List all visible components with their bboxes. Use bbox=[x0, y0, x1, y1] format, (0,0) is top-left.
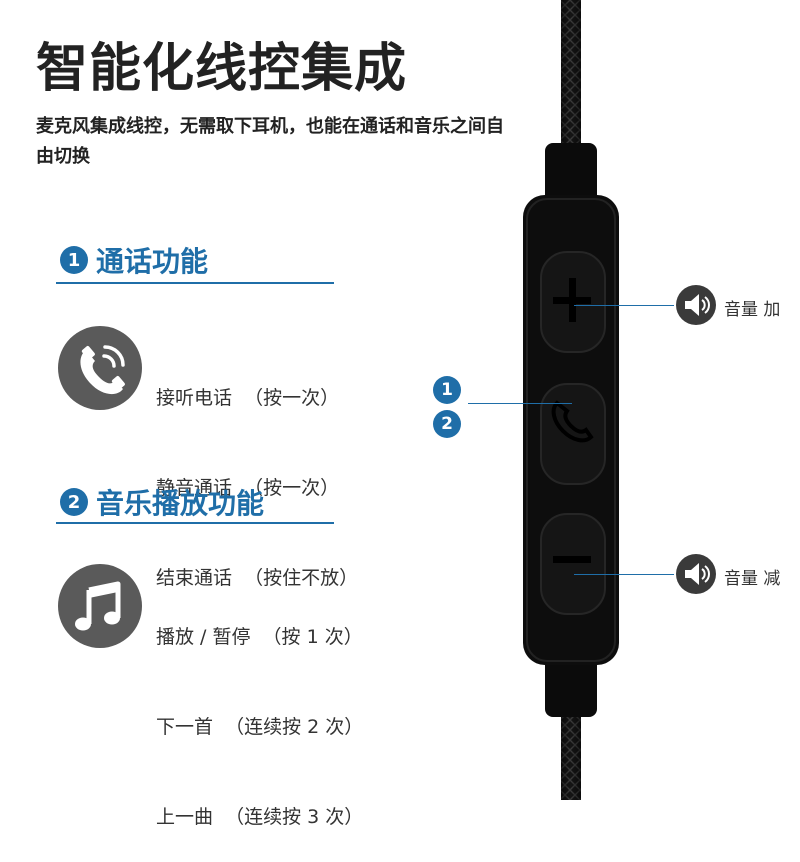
list-item: 上一曲 （连续按 3 次） bbox=[156, 806, 364, 828]
page-title: 智能化线控集成 bbox=[36, 39, 408, 99]
remote-illustration bbox=[523, 0, 619, 800]
strain-relief-bottom bbox=[545, 655, 597, 717]
callout-line bbox=[574, 305, 674, 306]
phone-icon bbox=[58, 326, 142, 410]
music-note-icon bbox=[58, 564, 142, 648]
music-function-list: 播放 / 暂停 （按 1 次） 下一首 （连续按 2 次） 上一曲 （连续按 3… bbox=[156, 562, 363, 862]
callout-line bbox=[574, 574, 674, 575]
list-item: 静音通话 （按一次） bbox=[156, 477, 340, 499]
call-function-list: 接听电话 （按一次） 静音通话 （按一次） 结束通话 （按住不放） bbox=[156, 323, 358, 623]
music-section-title: 音乐播放功能 bbox=[96, 487, 265, 520]
section-number-badge: 1 bbox=[60, 246, 88, 274]
section-divider bbox=[56, 282, 334, 284]
music-section-header: 2 音乐播放功能 bbox=[60, 482, 264, 522]
call-section-header: 1 通话功能 bbox=[60, 240, 208, 280]
page-subtitle: 麦克风集成线控，无需取下耳机，也能在通话和音乐之间自由切换 bbox=[36, 116, 504, 167]
volume-down-label: 音量 减 bbox=[724, 569, 781, 589]
speaker-icon bbox=[676, 554, 716, 594]
call-section-title: 通话功能 bbox=[96, 245, 209, 278]
minus-icon bbox=[553, 556, 591, 563]
list-item: 接听电话 （按一次） bbox=[156, 387, 340, 409]
section-number-badge: 2 bbox=[60, 488, 88, 516]
multifunction-button bbox=[540, 383, 606, 485]
section-divider bbox=[56, 522, 334, 524]
list-item: 播放 / 暂停 （按 1 次） bbox=[156, 626, 363, 648]
volume-down-button bbox=[540, 513, 606, 615]
callout-badge-2: 2 bbox=[433, 410, 461, 438]
phone-button-icon bbox=[551, 400, 594, 443]
callout-badge-1: 1 bbox=[433, 376, 461, 404]
list-item: 结束通话 （按住不放） bbox=[156, 567, 359, 589]
volume-up-label: 音量 加 bbox=[724, 300, 781, 320]
callout-line bbox=[468, 403, 572, 404]
list-item: 下一首 （连续按 2 次） bbox=[156, 716, 364, 738]
speaker-icon bbox=[676, 285, 716, 325]
